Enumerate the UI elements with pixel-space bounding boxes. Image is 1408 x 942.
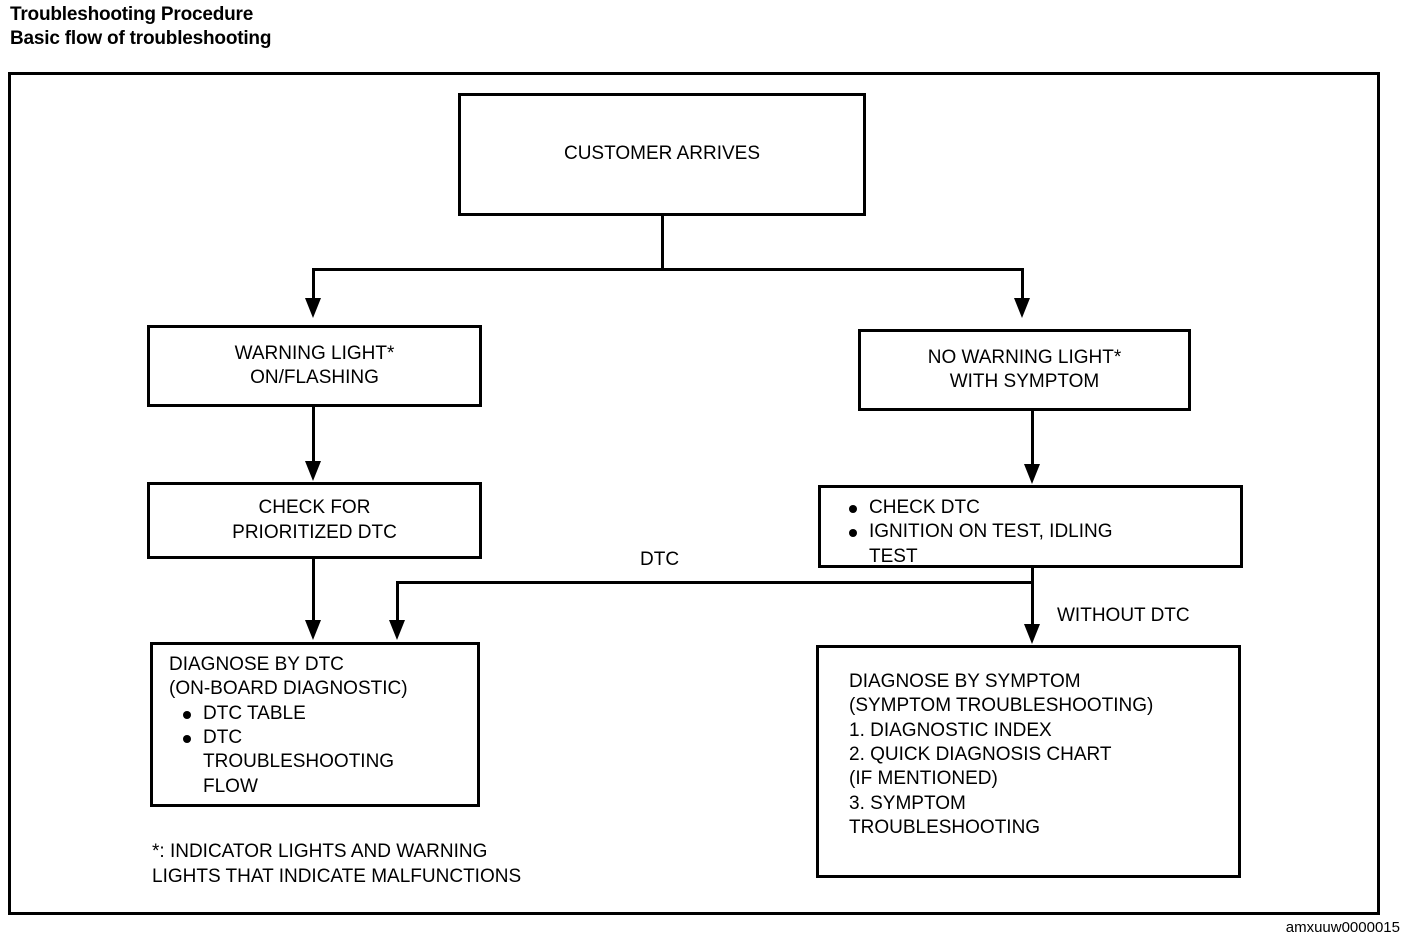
connector-warning-to-check-prioritized bbox=[312, 407, 315, 462]
arrow-to-check-dtc bbox=[1024, 464, 1040, 484]
node-customer-arrives: CUSTOMER ARRIVES bbox=[458, 93, 866, 216]
node-check-for-prioritized-dtc: CHECK FOR PRIORITIZED DTC bbox=[147, 482, 482, 559]
edge-label-dtc: DTC bbox=[640, 549, 680, 570]
node-check-for-prioritized-dtc-label: CHECK FOR PRIORITIZED DTC bbox=[232, 497, 397, 543]
arrow-to-diagnose-by-dtc-right bbox=[389, 620, 405, 640]
connector-customer-to-bus bbox=[661, 216, 664, 271]
connector-bus-to-no-warning-light bbox=[1021, 268, 1024, 298]
asset-code: amxuuw0000015 bbox=[1285, 919, 1400, 936]
node-diagnose-by-symptom-line2: (SYMPTOM TROUBLESHOOTING) bbox=[849, 695, 1154, 717]
arrow-to-diagnose-by-dtc-left bbox=[305, 620, 321, 640]
node-check-dtc: CHECK DTC IGNITION ON TEST, IDLING TEST bbox=[818, 485, 1243, 568]
page-title: Troubleshooting Procedure bbox=[10, 4, 254, 25]
node-diagnose-by-symptom-line1: DIAGNOSE BY SYMPTOM bbox=[849, 671, 1081, 692]
arrow-to-diagnose-by-symptom bbox=[1024, 624, 1040, 644]
connector-split-bus bbox=[312, 268, 1024, 271]
arrow-to-check-prioritized-dtc bbox=[305, 461, 321, 481]
list-item: DTC TABLE bbox=[177, 702, 477, 726]
diagnose-by-symptom-item-list: 1. DIAGNOSTIC INDEX 2. QUICK DIAGNOSIS C… bbox=[849, 719, 1238, 841]
check-dtc-bullet-list: CHECK DTC IGNITION ON TEST, IDLING TEST bbox=[843, 496, 1240, 569]
connector-check-prioritized-to-diagnose-dtc bbox=[312, 559, 315, 621]
node-diagnose-by-dtc-line1: DIAGNOSE BY DTC bbox=[169, 654, 344, 675]
node-no-warning-light: NO WARNING LIGHT* WITH SYMPTOM bbox=[858, 329, 1191, 411]
connector-bus-to-warning-light bbox=[312, 268, 315, 298]
list-item: DTC TROUBLESHOOTING FLOW bbox=[177, 726, 477, 799]
arrow-to-no-warning-light bbox=[1014, 298, 1030, 318]
connector-dtc-path-down bbox=[396, 581, 399, 621]
page-subtitle: Basic flow of troubleshooting bbox=[10, 28, 272, 49]
list-item: IGNITION ON TEST, IDLING TEST bbox=[843, 520, 1240, 569]
list-item: 3. SYMPTOM TROUBLESHOOTING bbox=[849, 792, 1041, 838]
node-warning-light: WARNING LIGHT* ON/FLASHING bbox=[147, 325, 482, 407]
node-no-warning-light-label: NO WARNING LIGHT* WITH SYMPTOM bbox=[927, 346, 1122, 392]
node-diagnose-by-dtc-line2: (ON-BOARD DIAGNOSTIC) bbox=[169, 678, 408, 700]
arrow-to-warning-light bbox=[305, 298, 321, 318]
node-diagnose-by-dtc: DIAGNOSE BY DTC (ON-BOARD DIAGNOSTIC) DT… bbox=[150, 642, 480, 807]
list-item: 1. DIAGNOSTIC INDEX bbox=[849, 719, 1052, 741]
footnote: *: INDICATOR LIGHTS AND WARNING LIGHTS T… bbox=[152, 841, 522, 887]
connector-dtc-path-horizontal bbox=[396, 581, 1034, 584]
list-item: 2. QUICK DIAGNOSIS CHART (IF MENTIONED) bbox=[849, 743, 1112, 790]
edge-label-without-dtc: WITHOUT DTC bbox=[1057, 605, 1190, 626]
node-customer-arrives-label: CUSTOMER ARRIVES bbox=[563, 143, 761, 165]
diagram-frame bbox=[8, 72, 1380, 915]
list-item: CHECK DTC bbox=[843, 496, 1240, 520]
node-diagnose-by-symptom: DIAGNOSE BY SYMPTOM (SYMPTOM TROUBLESHOO… bbox=[816, 645, 1241, 878]
connector-no-warning-to-check-dtc bbox=[1031, 411, 1034, 464]
diagnose-by-dtc-bullet-list: DTC TABLE DTC TROUBLESHOOTING FLOW bbox=[177, 702, 477, 799]
connector-check-dtc-to-diagnose-symptom bbox=[1031, 568, 1034, 625]
node-warning-light-label: WARNING LIGHT* ON/FLASHING bbox=[234, 342, 395, 388]
